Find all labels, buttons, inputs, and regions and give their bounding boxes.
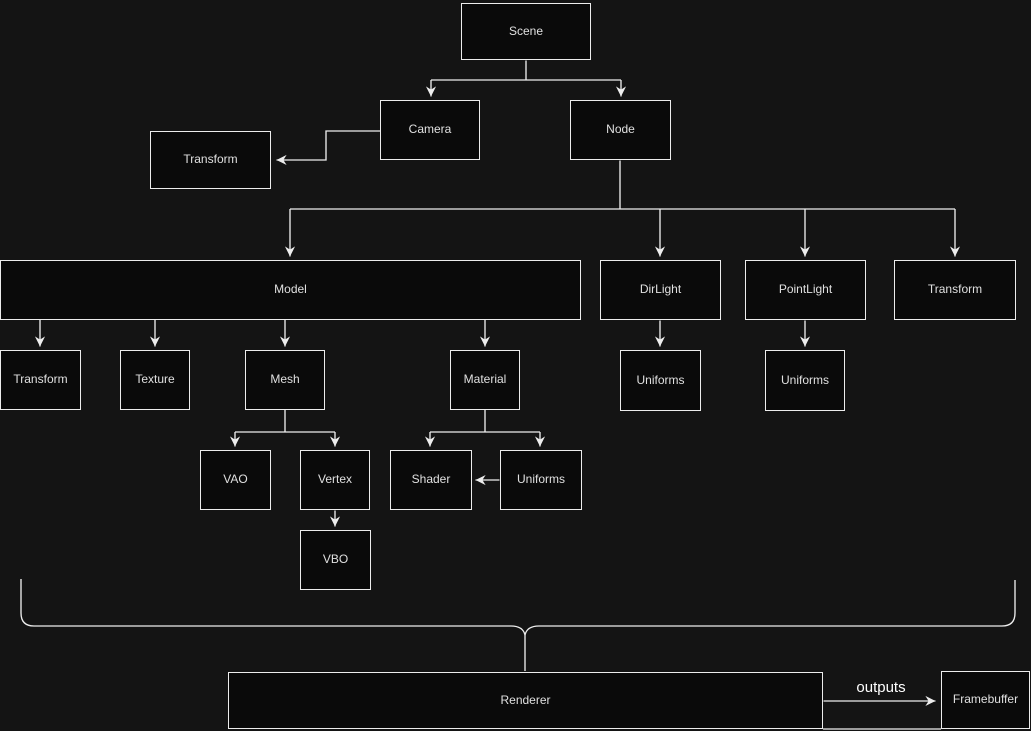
edge-camera-transform [276,130,380,166]
diagram-node-camera-transform: Transform [150,131,271,189]
diagram-node-texture: Texture [120,350,190,410]
diagram-node-dirlight: DirLight [600,260,721,320]
diagram-node-model: Model [0,260,581,320]
diagram-node-node: Node [570,100,671,160]
diagram-node-pointlight-uniforms: Uniforms [765,350,845,411]
diagram-node-renderer: Renderer [228,672,823,729]
diagram-node-shader-uniforms: Uniforms [500,450,582,510]
edge-label-outputs: outputs [856,679,906,696]
diagram-node-shader: Shader [390,450,472,510]
diagram-node-material: Material [450,350,520,410]
diagram-node-node-transform: Transform [894,260,1016,320]
diagram-node-vbo: VBO [300,530,371,590]
diagram-node-vertex: Vertex [300,450,370,510]
diagram-node-pointlight: PointLight [745,260,866,320]
diagram-node-camera: Camera [380,100,480,160]
diagram-node-dirlight-uniforms: Uniforms [620,350,701,411]
diagram-node-model-transform: Transform [0,350,81,410]
brace [20,579,1016,636]
diagram-node-vao: VAO [200,450,271,510]
diagram-node-scene: Scene [461,3,591,60]
diagram-node-mesh: Mesh [245,350,325,410]
diagram-node-framebuffer: Framebuffer [941,671,1030,729]
